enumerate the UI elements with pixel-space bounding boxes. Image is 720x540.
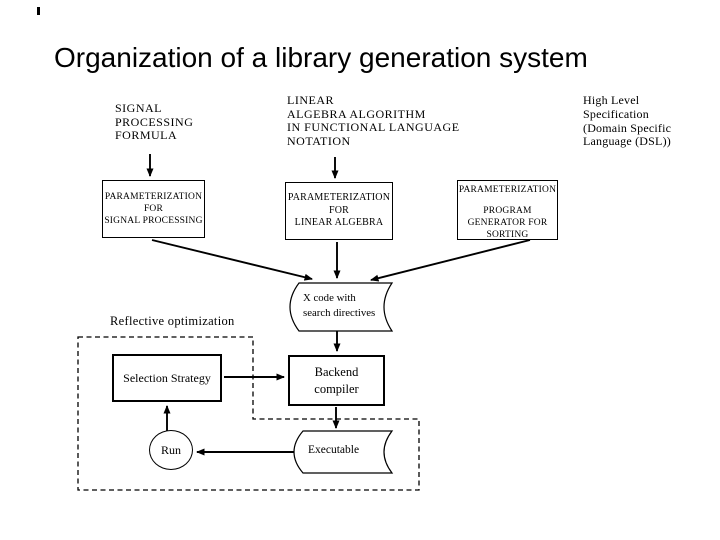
box-parameterization-linear-algebra: PARAMETERIZATION FOR LINEAR ALGEBRA [285,182,393,240]
arrow-param-sorting-to-xcode [370,239,531,282]
slide-title: Organization of a library generation sys… [54,42,588,73]
box-parameterization-program-generator: PARAMETERIZATION PROGRAM GENERATOR FOR S… [457,180,558,240]
label-linear-algebra-notation: LINEAR ALGEBRA ALGORITHM IN FUNCTIONAL L… [287,93,460,148]
executable-store-shape [293,430,394,474]
run-ellipse-node: Run [149,430,193,470]
xcode-store-label: X code with search directives [303,292,376,319]
box-selection-strategy: Selection Strategy [112,354,222,402]
slide-corner-mark [37,7,40,15]
executable-store-label: Executable [308,444,360,456]
arrow-param-signal-to-xcode [151,239,313,281]
box-program-generator-label: PROGRAM GENERATOR FOR SORTING [467,206,548,240]
box-backend-compiler: Backend compiler [288,355,385,406]
box-parameterization-signal-processing: PARAMETERIZATION FOR SIGNAL PROCESSING [102,180,205,238]
label-reflective-optimization: Reflective optimization [110,314,235,328]
label-signal-processing-formula: SIGNAL PROCESSING FORMULA [115,101,194,142]
dashed-boundary [77,336,420,491]
xcode-store-shape [289,282,394,332]
label-high-level-specification: High Level Specification (Domain Specifi… [583,93,672,149]
box-parameterization-header: PARAMETERIZATION [458,185,557,195]
run-label: Run [160,442,181,457]
